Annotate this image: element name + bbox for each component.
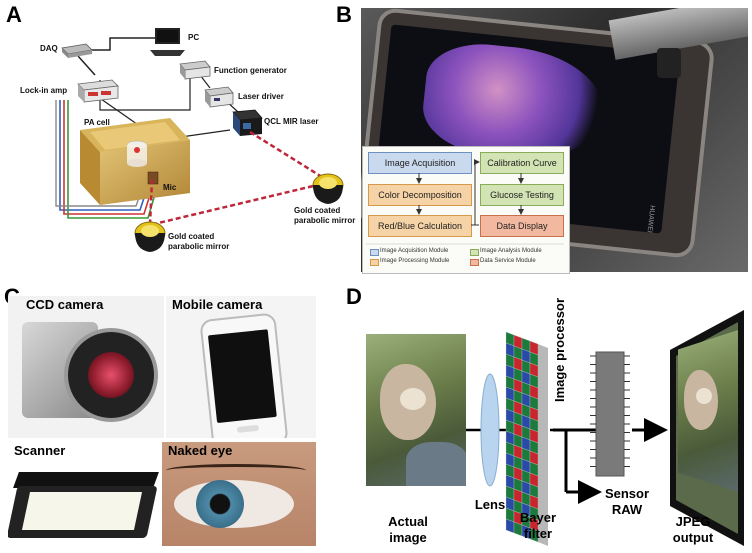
label-sensor-raw: Sensor RAW — [604, 486, 650, 517]
box-color-decomposition: Color Decomposition — [368, 184, 472, 206]
panel-label-b: B — [336, 2, 352, 27]
pc-device — [150, 28, 185, 56]
ccd-lens-glass — [88, 352, 134, 398]
gold-mirror-2 — [312, 173, 344, 204]
actual-image-photo — [366, 334, 466, 486]
legend-swatch-service — [470, 259, 479, 266]
eye-brow — [166, 464, 306, 477]
function-generator-device — [179, 60, 211, 80]
panel-c-photo-ccd — [8, 296, 164, 438]
qcl-laser-device — [232, 109, 263, 136]
label-bayer-filter: Bayer filter — [519, 510, 557, 541]
panel-c-photo-eye — [162, 442, 316, 546]
panel-a-schematic — [55, 28, 344, 252]
jpeg-sloth-face — [696, 388, 712, 404]
daq-device — [61, 43, 93, 58]
sloth-face — [400, 388, 426, 410]
label-pc: PC — [188, 33, 200, 42]
legend-label-service: Data Service Module — [480, 258, 536, 264]
stump — [406, 442, 466, 486]
bayer-sensor-side — [538, 344, 548, 546]
mobile-phone-screen — [207, 329, 277, 424]
label-mic: Mic — [163, 183, 177, 192]
label-ccd-camera: CCD camera — [26, 297, 104, 312]
lockin-device — [77, 79, 119, 103]
panel-c-photo-mobile — [166, 296, 316, 438]
legend-swatch-analysis — [470, 249, 479, 256]
lens-element — [480, 373, 500, 487]
legend-swatch-acq — [370, 249, 379, 256]
image-processor-chip — [590, 351, 630, 477]
cable-daq-lockin — [77, 55, 96, 76]
label-mirror-2: Gold coated parabolic mirror — [294, 206, 356, 225]
box-calibration-curve: Calibration Curve — [480, 152, 564, 174]
mobile-phone-body — [199, 312, 289, 438]
legend-label-proc: Image Processing Module — [380, 258, 450, 264]
laser-beam — [148, 130, 334, 227]
box-image-acquisition: Image Acquisition — [368, 152, 472, 174]
jpeg-output-image — [678, 330, 738, 492]
label-scanner: Scanner — [14, 443, 66, 458]
label-daq: DAQ — [40, 44, 58, 53]
panel-label-d: D — [346, 284, 362, 309]
legend-label-acq: Image Acquisition Module — [380, 248, 449, 254]
label-lockin: Lock-in amp — [20, 86, 68, 95]
laser-driver-device — [204, 86, 234, 108]
label-mobile-camera: Mobile camera — [172, 297, 263, 312]
cable-colored-3 — [67, 100, 159, 219]
label-image-processor: Image processor — [552, 297, 567, 403]
clamp-knob — [657, 48, 681, 78]
legend-label-analysis: Image Analysis Module — [480, 248, 542, 254]
label-laser-driver: Laser driver — [238, 92, 284, 101]
label-function-generator: Function generator — [214, 66, 287, 75]
label-actual-image: Actual image — [388, 514, 428, 545]
panel-c-photo-scanner — [8, 442, 160, 546]
label-jpeg-output: JPEG output — [672, 514, 714, 545]
box-red-blue-calculation: Red/Blue Calculation — [368, 215, 472, 237]
scanner-glass — [21, 492, 143, 530]
mobile-home-button — [236, 424, 260, 433]
pa-cell — [80, 118, 190, 205]
label-pa-cell: PA cell — [84, 118, 110, 127]
eye-iris — [196, 480, 244, 528]
label-mirror-1: Gold coated parabolic mirror — [168, 232, 230, 251]
box-glucose-testing: Glucose Testing — [480, 184, 564, 206]
box-data-display: Data Display — [480, 215, 564, 237]
legend-swatch-proc — [370, 259, 379, 266]
flowchart-arrows — [366, 159, 564, 245]
label-naked-eye: Naked eye — [168, 443, 233, 458]
panel-label-a: A — [6, 2, 22, 27]
bayer-filter — [505, 331, 548, 546]
label-qcl: QCL MIR laser — [264, 117, 319, 126]
label-lens: Lens — [474, 497, 506, 512]
gold-mirror-1 — [134, 221, 166, 252]
